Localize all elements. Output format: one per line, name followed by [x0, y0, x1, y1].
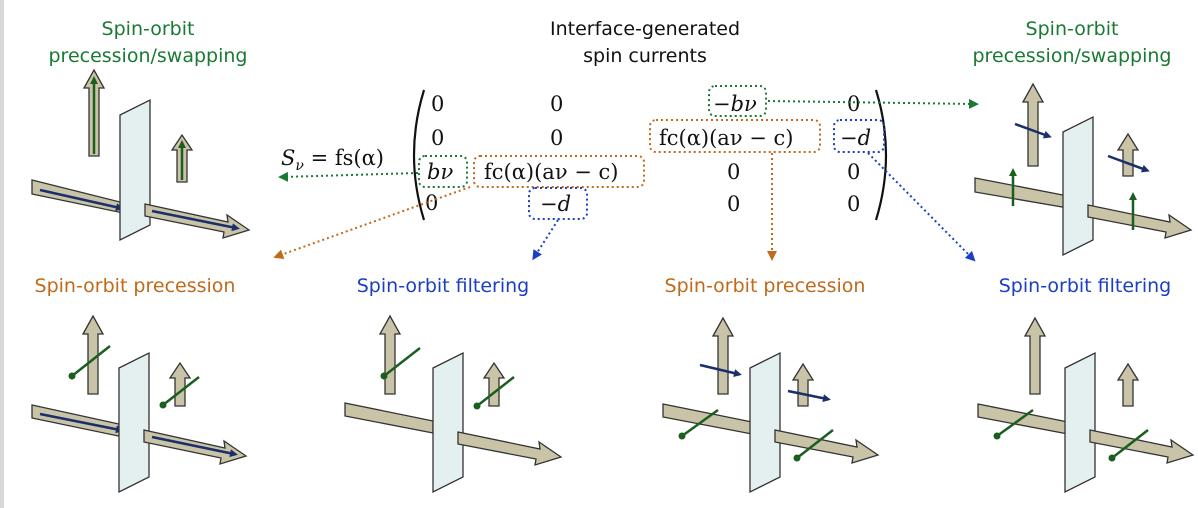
- matrix-entry-r2c1: 0: [431, 126, 445, 150]
- illustration-bottom-3: [662, 316, 880, 494]
- matrix-left-paren: [412, 89, 426, 221]
- matrix-entry-r3c1: bν: [427, 160, 454, 184]
- matrix-entry-r4c3: 0: [727, 192, 741, 216]
- matrix-entry-r3c3: 0: [727, 160, 741, 184]
- matrix-entry-r4c2: −d: [540, 192, 572, 216]
- matrix-entry-r3c4: 0: [847, 160, 861, 184]
- matrix-entry-r1c4: 0: [847, 92, 861, 116]
- top-right-title-line2: precession/swapping: [972, 45, 1172, 67]
- illustration-top-left: [31, 68, 251, 242]
- illustration-bottom-2: [344, 314, 563, 494]
- equation-subscript: ν: [295, 158, 304, 175]
- top-left-title: Spin-orbit precession/swapping: [28, 16, 268, 70]
- connector-blue-left: [532, 219, 559, 261]
- top-center-title-line1: Interface-generated: [549, 18, 741, 40]
- connector-green-right: [767, 98, 979, 109]
- top-right-title-line1: Spin-orbit: [1025, 18, 1119, 40]
- top-left-title-line2: precession/swapping: [48, 45, 248, 67]
- matrix-entry-r4c1: 0: [425, 191, 439, 215]
- top-right-title: Spin-orbit precession/swapping: [952, 16, 1192, 70]
- bottom-label-1: Spin-orbit precession: [34, 275, 236, 297]
- matrix-entry-r1c1: 0: [431, 92, 445, 116]
- matrix-entry-r2c3: fc(α)(aν − c): [659, 126, 794, 150]
- bottom-label-2: Spin-orbit filtering: [356, 275, 530, 297]
- matrix-entry-r1c2: 0: [550, 92, 564, 116]
- matrix-entry-r3c2: fc(α)(aν − c): [484, 160, 619, 184]
- top-center-title: Interface-generated spin currents: [520, 16, 770, 70]
- matrix-right-paren: [874, 89, 888, 221]
- connector-orange-left: [273, 186, 471, 260]
- illustration-bottom-4: [977, 316, 1195, 494]
- illustration-top-right: [974, 82, 1193, 257]
- equation-lhs: Sν = fs(α): [281, 146, 384, 178]
- matrix-entry-r2c2: 0: [550, 126, 564, 150]
- illustration-bottom-1: [31, 314, 248, 494]
- equation-symbol: S: [281, 146, 296, 170]
- matrix-entry-r1c3: −bν: [713, 92, 757, 116]
- bottom-label-4: Spin-orbit filtering: [998, 275, 1172, 297]
- top-left-title-line1: Spin-orbit: [101, 18, 195, 40]
- bottom-label-3: Spin-orbit precession: [664, 275, 866, 297]
- matrix-entry-r2c4: −d: [840, 126, 872, 150]
- top-center-title-line2: spin currents: [583, 45, 707, 67]
- matrix-entry-r4c4: 0: [847, 192, 861, 216]
- left-edge-border: [0, 0, 4, 508]
- equation-prefactor: = fs(α): [310, 146, 384, 170]
- connector-blue-right: [867, 152, 976, 262]
